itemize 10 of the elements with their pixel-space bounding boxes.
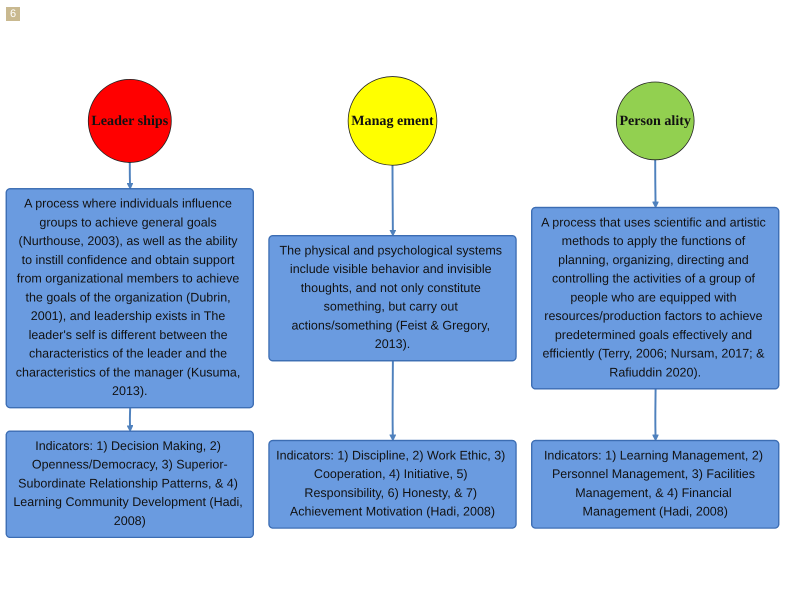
arrow [389, 361, 396, 442]
arrow [652, 389, 659, 442]
arrow [126, 162, 134, 190]
arrow [126, 408, 134, 432]
node-circle: Leader ships [88, 79, 172, 163]
arrow [389, 165, 396, 236]
node-circle: Manag ement [348, 76, 438, 166]
node-circle: Person ality [616, 82, 694, 160]
arrow [652, 160, 659, 208]
page-number: 6 [6, 7, 20, 21]
